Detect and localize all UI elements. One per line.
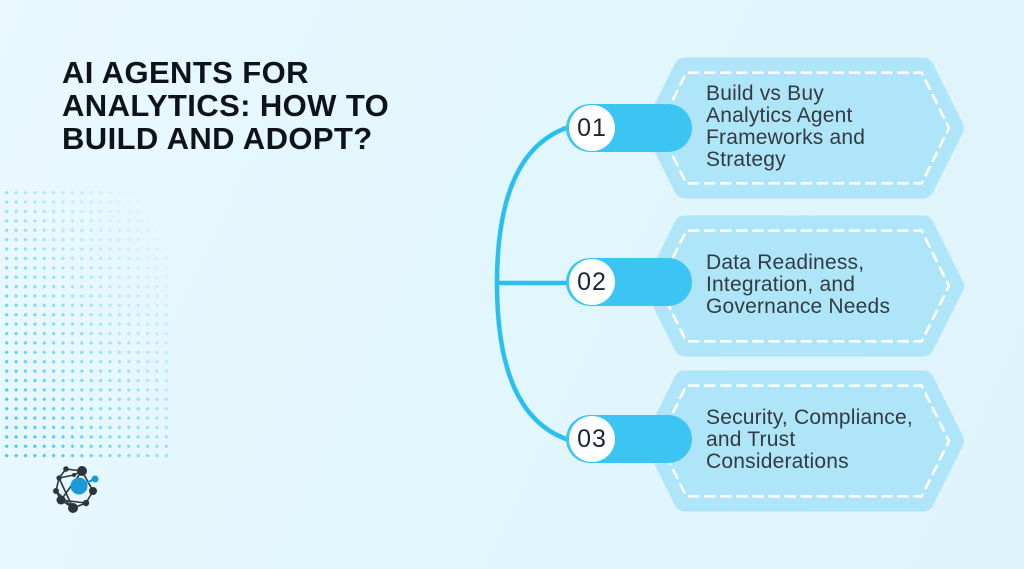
step-card-2: Data Readiness, Integration, and Governa… bbox=[644, 215, 964, 357]
page-title: AI AGENTS FOR ANALYTICS: HOW TO BUILD AN… bbox=[62, 55, 390, 156]
step-number-circle: 01 bbox=[569, 105, 615, 151]
step-label-3: Security, Compliance, and Trust Consider… bbox=[706, 406, 913, 473]
card-banner-shape bbox=[644, 370, 964, 512]
step-pill-1: 01 bbox=[566, 104, 692, 152]
step-pill-2: 02 bbox=[566, 258, 692, 306]
step-number-circle: 03 bbox=[569, 416, 615, 462]
network-logo-icon bbox=[53, 466, 99, 513]
step-card-3: Security, Compliance, and Trust Consider… bbox=[644, 370, 964, 512]
dots-pattern-decoration bbox=[2, 188, 170, 458]
step-number-circle: 02 bbox=[569, 259, 615, 305]
card-banner-shape bbox=[644, 215, 964, 357]
step-number-3: 03 bbox=[577, 424, 607, 453]
card-banner-shape bbox=[644, 57, 964, 199]
step-pill-3: 03 bbox=[566, 415, 692, 463]
step-label-2: Data Readiness, Integration, and Governa… bbox=[706, 251, 891, 318]
step-number-2: 02 bbox=[577, 267, 607, 296]
step-number-1: 01 bbox=[577, 113, 607, 142]
step-card-1: Build vs Buy Analytics Agent Frameworks … bbox=[644, 57, 964, 199]
step-label-1: Build vs Buy Analytics Agent Frameworks … bbox=[706, 82, 866, 171]
